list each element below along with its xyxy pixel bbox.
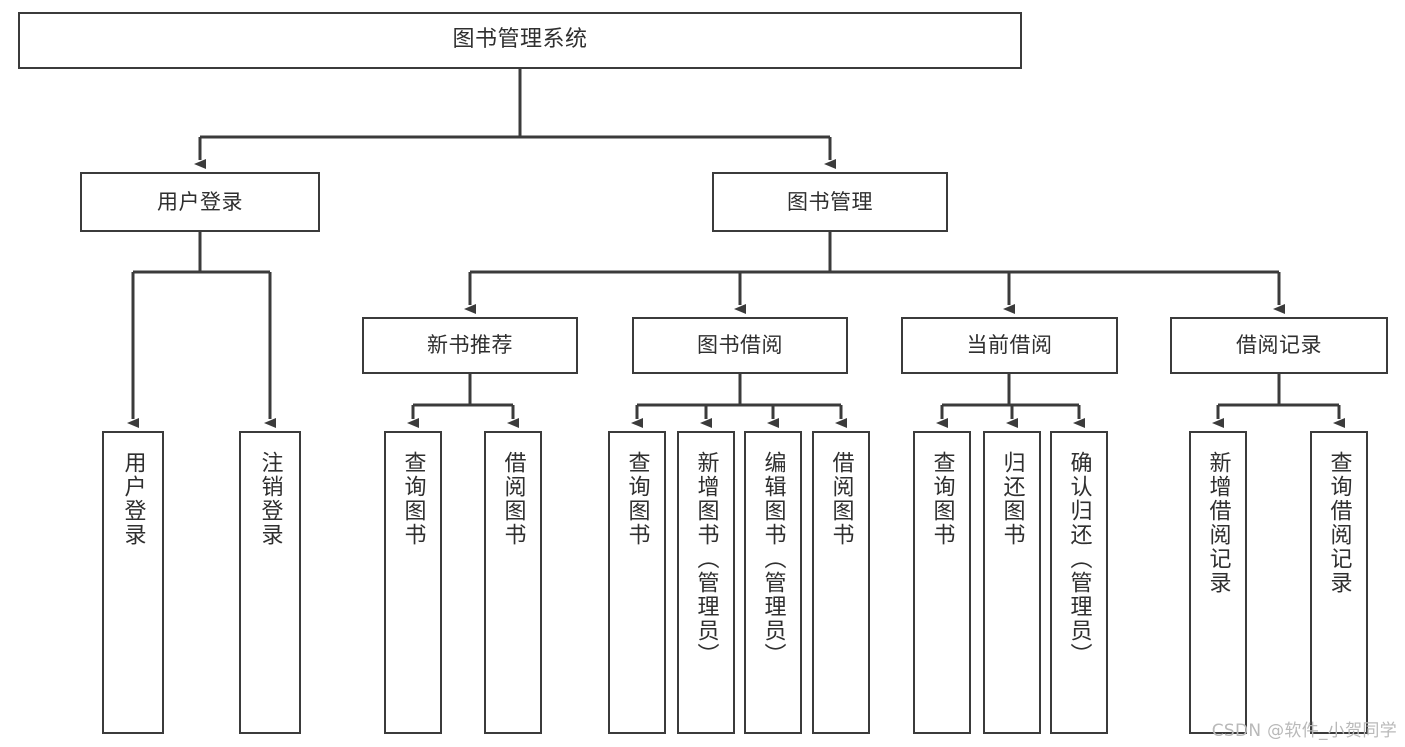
node-label: 确认归还（管理员） xyxy=(1066,451,1092,667)
node-label: 编辑图书（管理员） xyxy=(760,451,786,667)
leaf-query-book-newbook[interactable]: 查询图书 xyxy=(384,431,442,734)
node-borrow-record[interactable]: 借阅记录 xyxy=(1170,317,1388,374)
leaf-query-borrow-record[interactable]: 查询借阅记录 xyxy=(1310,431,1368,734)
node-current-borrow[interactable]: 当前借阅 xyxy=(901,317,1118,374)
node-label: 借阅记录 xyxy=(1236,333,1322,358)
node-label: 新增图书（管理员） xyxy=(693,451,719,667)
node-label: 查询图书 xyxy=(400,451,426,547)
node-label: 图书管理系统 xyxy=(452,27,588,53)
leaf-query-book-current[interactable]: 查询图书 xyxy=(913,431,971,734)
node-label: 新书推荐 xyxy=(427,333,513,358)
leaf-logout[interactable]: 注销登录 xyxy=(239,431,301,734)
leaf-borrow-book-newbook[interactable]: 借阅图书 xyxy=(484,431,542,734)
node-label: 注销登录 xyxy=(257,451,283,547)
node-label: 借阅图书 xyxy=(828,451,854,547)
leaf-add-borrow-record[interactable]: 新增借阅记录 xyxy=(1189,431,1247,734)
leaf-user-login[interactable]: 用户登录 xyxy=(102,431,164,734)
node-label: 当前借阅 xyxy=(966,333,1053,358)
node-label: 新增借阅记录 xyxy=(1205,451,1231,595)
node-book-management[interactable]: 图书管理 xyxy=(712,172,948,232)
leaf-confirm-return-admin[interactable]: 确认归还（管理员） xyxy=(1050,431,1108,734)
leaf-query-book-borrow[interactable]: 查询图书 xyxy=(608,431,666,734)
node-label: 借阅图书 xyxy=(500,451,526,547)
node-label: 查询借阅记录 xyxy=(1326,451,1352,595)
node-label: 用户登录 xyxy=(120,451,146,547)
node-label: 图书管理 xyxy=(787,189,873,214)
leaf-edit-book-admin[interactable]: 编辑图书（管理员） xyxy=(744,431,802,734)
node-label: 查询图书 xyxy=(929,451,955,547)
leaf-return-book[interactable]: 归还图书 xyxy=(983,431,1041,734)
node-new-book-recommend[interactable]: 新书推荐 xyxy=(362,317,578,374)
leaf-add-book-admin[interactable]: 新增图书（管理员） xyxy=(677,431,735,734)
node-book-borrow[interactable]: 图书借阅 xyxy=(632,317,848,374)
node-label: 归还图书 xyxy=(999,451,1025,547)
node-book-management-system[interactable]: 图书管理系统 xyxy=(18,12,1022,69)
leaf-borrow-book[interactable]: 借阅图书 xyxy=(812,431,870,734)
node-user-login[interactable]: 用户登录 xyxy=(80,172,320,232)
csdn-watermark: CSDN @软件_小贺同学 xyxy=(1211,721,1397,741)
node-label: 图书借阅 xyxy=(697,333,783,358)
node-label: 查询图书 xyxy=(624,451,650,547)
node-label: 用户登录 xyxy=(157,189,243,214)
